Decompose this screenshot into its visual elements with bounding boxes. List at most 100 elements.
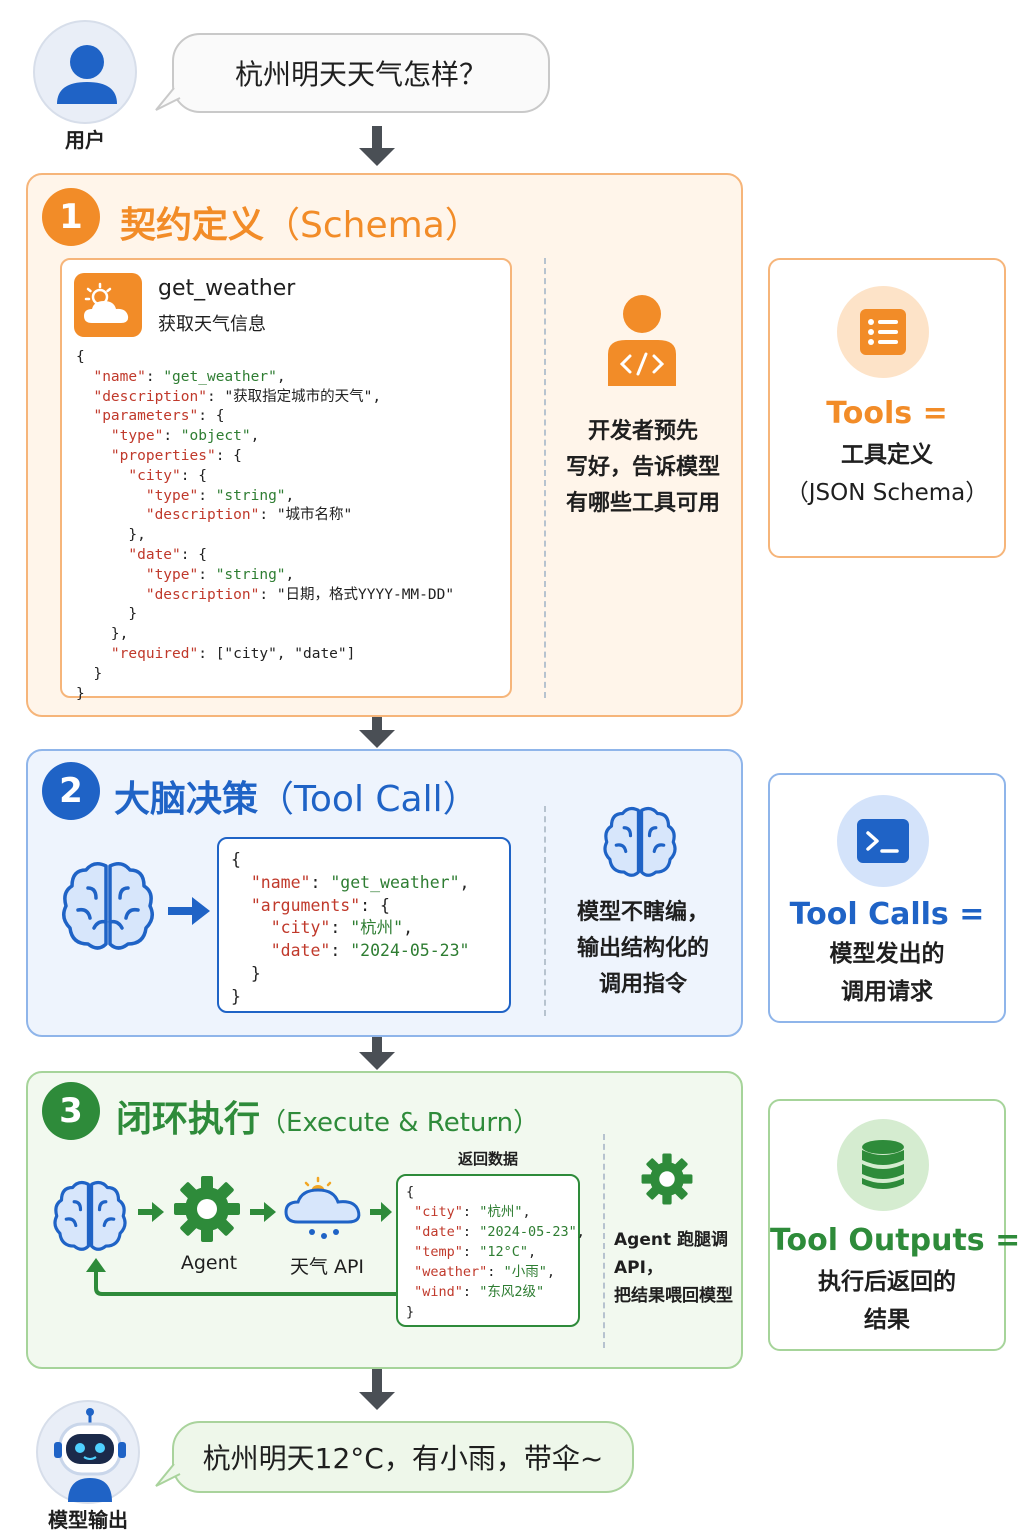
side-card-line: （JSON Schema） [785, 480, 989, 506]
arrow-right-icon [136, 1200, 166, 1228]
bubble-tail-user [155, 87, 181, 111]
toolcall-title-sub: （Tool Call） [258, 779, 479, 820]
section-number-badge: 1 [42, 188, 100, 246]
flow-arrow-stem [372, 126, 382, 150]
section-number-badge: 3 [42, 1082, 100, 1140]
side-card-line: 模型发出的 [829, 941, 945, 967]
code-line: "city": "杭州", [414, 1204, 531, 1220]
flow-arrow-down [359, 148, 395, 166]
divider [544, 258, 546, 698]
arrow-right-icon [368, 1200, 394, 1228]
execute-section [26, 1071, 743, 1369]
schema-title-main: 契约定义 [120, 205, 265, 246]
gear-icon-small [640, 1152, 694, 1210]
weather-tool-icon [74, 273, 142, 337]
user-icon [57, 45, 117, 104]
return-loop-arrow [84, 1256, 404, 1306]
list-icon [837, 286, 929, 378]
bubble-tail-output [155, 1463, 181, 1487]
code-line: } [76, 665, 103, 682]
toolcall-code-block: { "name": "get_weather", "arguments": { … [231, 849, 469, 1009]
execute-title-sub: （Execute & Return） [260, 1108, 540, 1138]
code-line: "properties": { [110, 447, 242, 464]
output-label: 模型输出 [48, 1508, 128, 1532]
code-line: "weather": "小雨", [414, 1264, 555, 1280]
execute-title-main: 闭环执行 [116, 1099, 261, 1140]
flow-arrow-stem [372, 717, 382, 731]
code-line: } [231, 963, 261, 983]
side-card-tooloutputs: Tool Outputs = 执行后返回的 结果 [768, 1099, 1021, 1351]
toolcall-explanation: 模型不瞎编， 输出结构化的调用指令 [548, 895, 738, 1003]
code-line: "wind": "东风2级" [414, 1284, 545, 1300]
developer-icon [604, 292, 680, 392]
arrow-right-icon [166, 894, 212, 932]
tool-name: get_weather [158, 276, 296, 301]
code-line: "required": ["city", "date"] [110, 645, 356, 662]
code-line: { [231, 850, 241, 869]
flow-arrow-stem [372, 1037, 382, 1053]
code-line: "city": "杭州", [270, 918, 414, 938]
code-line: } [406, 1304, 415, 1320]
code-line: { [406, 1184, 415, 1200]
robot-icon [54, 1408, 126, 1502]
divider [544, 806, 546, 1016]
code-line: "name": "get_weather", [250, 872, 470, 892]
execute-section-title: 闭环执行（Execute & Return） [116, 1090, 539, 1142]
return-code-card [396, 1174, 580, 1327]
section-number-badge: 2 [42, 762, 100, 820]
terminal-icon [837, 795, 929, 887]
agent-label: Agent [180, 1252, 238, 1274]
user-avatar [33, 20, 137, 124]
arrow-right-icon [248, 1200, 278, 1228]
code-line: "date": { [128, 546, 207, 563]
side-card-line: 调用请求 [841, 979, 933, 1005]
explanation-line: Agent 跑腿调 [614, 1230, 729, 1250]
cloud-rain-icon [282, 1170, 368, 1250]
execute-explanation: Agent 跑腿调 API， 把结果喂回模型 [614, 1226, 738, 1310]
toolcall-code-card [217, 837, 511, 1013]
code-line: } [76, 685, 85, 702]
explanation-line: 把结果喂回模型 [614, 1286, 733, 1306]
code-line: "name": "get_weather", [93, 368, 286, 385]
side-card-tools: Tools = 工具定义 （JSON Schema） [768, 258, 1006, 558]
code-line: "type": "string", [145, 487, 295, 504]
schema-title-sub: （Schema） [264, 205, 481, 246]
code-line: { [76, 349, 85, 365]
toolcall-section-title: 大脑决策（Tool Call） [114, 770, 479, 822]
code-line: "date": "2024-05-23", [414, 1224, 585, 1240]
explanation-line: 有哪些工具可用 [565, 491, 720, 516]
code-line: } [76, 606, 138, 623]
divider [603, 1134, 605, 1348]
database-icon [837, 1119, 929, 1211]
return-code-block: { "city": "杭州", "date": "2024-05-23", "t… [406, 1182, 585, 1322]
output-answer: 杭州明天12°C，有小雨，带伞~ [202, 1442, 604, 1475]
brain-icon-small [600, 804, 680, 884]
weather-api-label: 天气 API [289, 1256, 365, 1278]
user-question: 杭州明天天气怎样？ [234, 58, 487, 91]
explanation-line: 模型不瞎编， [576, 900, 709, 925]
return-data-label: 返回数据 [457, 1150, 518, 1168]
explanation-line: 写好，告诉模型 [565, 455, 720, 480]
code-line: "description": "获取指定城市的天气", [93, 388, 382, 405]
explanation-line: 输出结构化的 [576, 936, 709, 961]
flow-arrow-down [359, 1052, 395, 1070]
schema-section-title: 契约定义（Schema） [120, 196, 481, 248]
explanation-line: API， [614, 1258, 663, 1278]
brain-icon [50, 1178, 130, 1258]
code-line: "temp": "12°C", [414, 1244, 537, 1260]
code-line: "type": "object", [110, 428, 260, 445]
brain-icon [58, 858, 158, 958]
side-card-line: 工具定义 [841, 442, 933, 468]
code-line: "city": { [128, 467, 207, 484]
user-question-bubble: 杭州明天天气怎样？ [172, 33, 550, 113]
side-card-toolcalls: Tool Calls = 模型发出的 调用请求 [768, 773, 1006, 1023]
explanation-line: 开发者预先 [587, 419, 698, 444]
code-line: "arguments": { [250, 895, 390, 915]
flow-arrow-stem [372, 1369, 382, 1393]
code-line: } [231, 986, 241, 1006]
output-answer-bubble: 杭州明天12°C，有小雨，带伞~ [172, 1421, 634, 1493]
side-card-title: Tool Outputs = [770, 1223, 1021, 1258]
explanation-line: 调用指令 [598, 972, 687, 997]
code-line: }, [76, 527, 146, 544]
side-card-title: Tools = [826, 396, 948, 431]
